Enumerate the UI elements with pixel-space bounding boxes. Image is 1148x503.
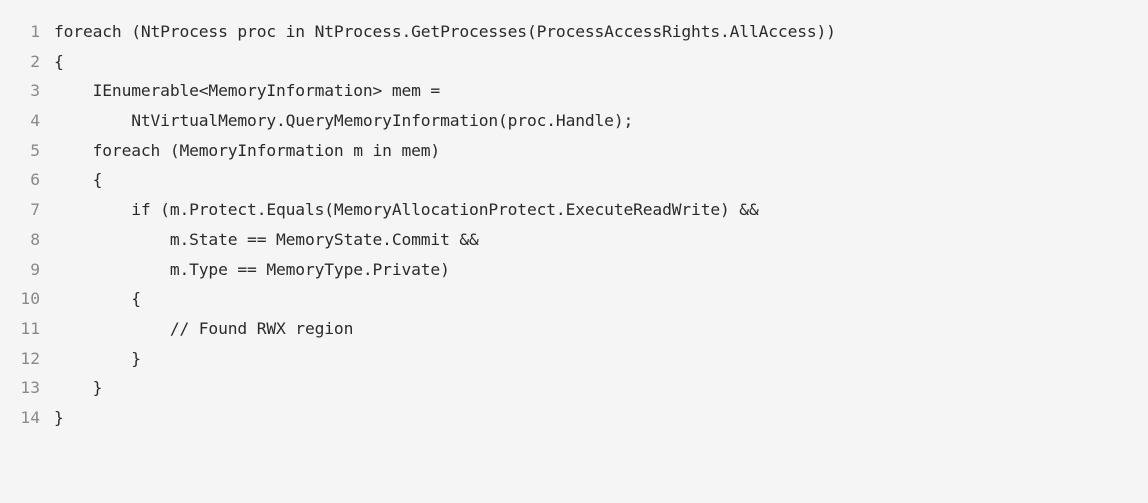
code-text: // Found RWX region [54,318,354,338]
code-line: 8 m.State == MemoryState.Commit && [0,225,1148,255]
line-number: 6 [30,170,40,190]
code-text: { [54,289,141,309]
line-number: 9 [30,259,40,279]
line-number: 12 [20,348,40,368]
code-line: 4 NtVirtualMemory.QueryMemoryInformation… [0,106,1148,136]
code-line: 13 } [0,373,1148,403]
line-number: 2 [30,51,40,71]
line-number: 1 [30,22,40,41]
line-number: 4 [30,111,40,131]
line-number: 14 [20,407,40,427]
code-line: 12 } [0,344,1148,374]
code-text: if (m.Protect.Equals(MemoryAllocationPro… [54,200,759,220]
line-number: 7 [30,200,40,220]
code-line: 6 { [0,165,1148,195]
code-text: } [54,348,141,368]
code-line: 14} [0,403,1148,433]
code-text: NtVirtualMemory.QueryMemoryInformation(p… [54,111,634,131]
code-line: 11 // Found RWX region [0,314,1148,344]
code-line: 3 IEnumerable<MemoryInformation> mem = [0,76,1148,106]
code-line: 7 if (m.Protect.Equals(MemoryAllocationP… [0,195,1148,225]
line-number: 13 [20,378,40,398]
code-line: 2{ [0,47,1148,77]
code-text: m.State == MemoryState.Commit && [54,229,479,249]
line-number: 11 [20,318,40,338]
code-line: 9 m.Type == MemoryType.Private) [0,255,1148,285]
code-text: { [54,170,103,190]
code-line: 1 foreach (NtProcess proc in NtProcess.Ge… [0,17,1148,47]
line-number: 5 [30,140,40,160]
code-text: m.Type == MemoryType.Private) [54,259,450,279]
code-text: } [54,407,64,427]
line-number: 10 [20,289,40,309]
line-number: 8 [30,229,40,249]
line-number: 3 [30,81,40,101]
code-text: IEnumerable<MemoryInformation> mem = [54,81,441,101]
code-text: { [54,51,64,71]
code-text: } [54,378,103,398]
code-text: foreach (MemoryInformation m in mem) [54,140,441,160]
code-text: foreach (NtProcess proc in NtProcess.Get… [54,22,836,41]
code-line: 10 { [0,284,1148,314]
code-line: 5 foreach (MemoryInformation m in mem) [0,136,1148,166]
